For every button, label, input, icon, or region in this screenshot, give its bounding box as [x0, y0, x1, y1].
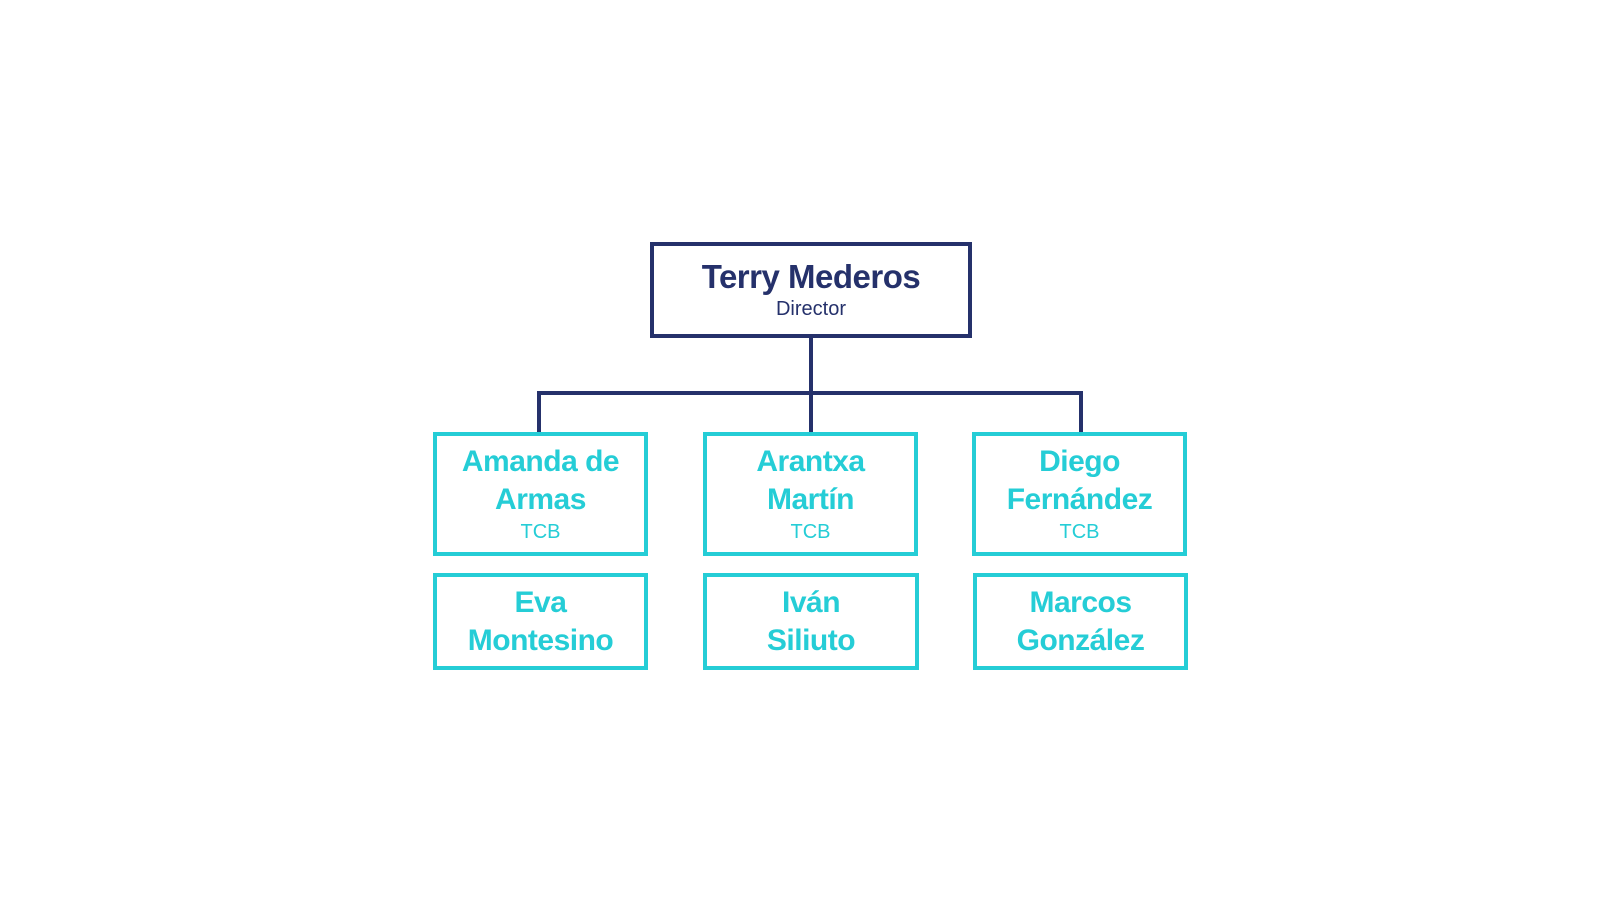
member-node-ivan: Iván Siliuto: [703, 573, 919, 670]
director-role: Director: [775, 298, 846, 320]
member-name: Marcos: [1029, 585, 1132, 619]
connector-director-down: [809, 337, 813, 395]
lead-node-amanda: Amanda de Armas TCB: [433, 432, 648, 556]
member-name: González: [1016, 623, 1145, 657]
lead-name: Amanda de: [461, 445, 620, 478]
lead-name: Arantxa: [756, 445, 865, 478]
director-name: Terry Mederos: [701, 258, 921, 295]
director-node: Terry Mederos Director: [650, 242, 972, 338]
lead-node-diego: Diego Fernández TCB: [972, 432, 1187, 556]
connector-right: [1079, 391, 1083, 433]
member-name: Iván: [781, 585, 841, 619]
member-name: Eva: [514, 585, 567, 619]
lead-node-arantxa: Arantxa Martín TCB: [703, 432, 918, 556]
member-node-marcos: Marcos González: [973, 573, 1188, 670]
connector-left: [537, 391, 541, 433]
lead-name: Martín: [767, 483, 855, 516]
lead-name: Fernández: [1006, 483, 1153, 516]
lead-role: TCB: [790, 521, 831, 543]
member-name: Montesino: [467, 623, 614, 657]
member-node-eva: Eva Montesino: [433, 573, 648, 670]
lead-name: Armas: [495, 483, 586, 516]
connector-center: [809, 391, 813, 433]
member-name: Siliuto: [766, 623, 856, 657]
lead-role: TCB: [520, 521, 561, 543]
lead-role: TCB: [1059, 521, 1100, 543]
lead-name: Diego: [1039, 445, 1120, 478]
